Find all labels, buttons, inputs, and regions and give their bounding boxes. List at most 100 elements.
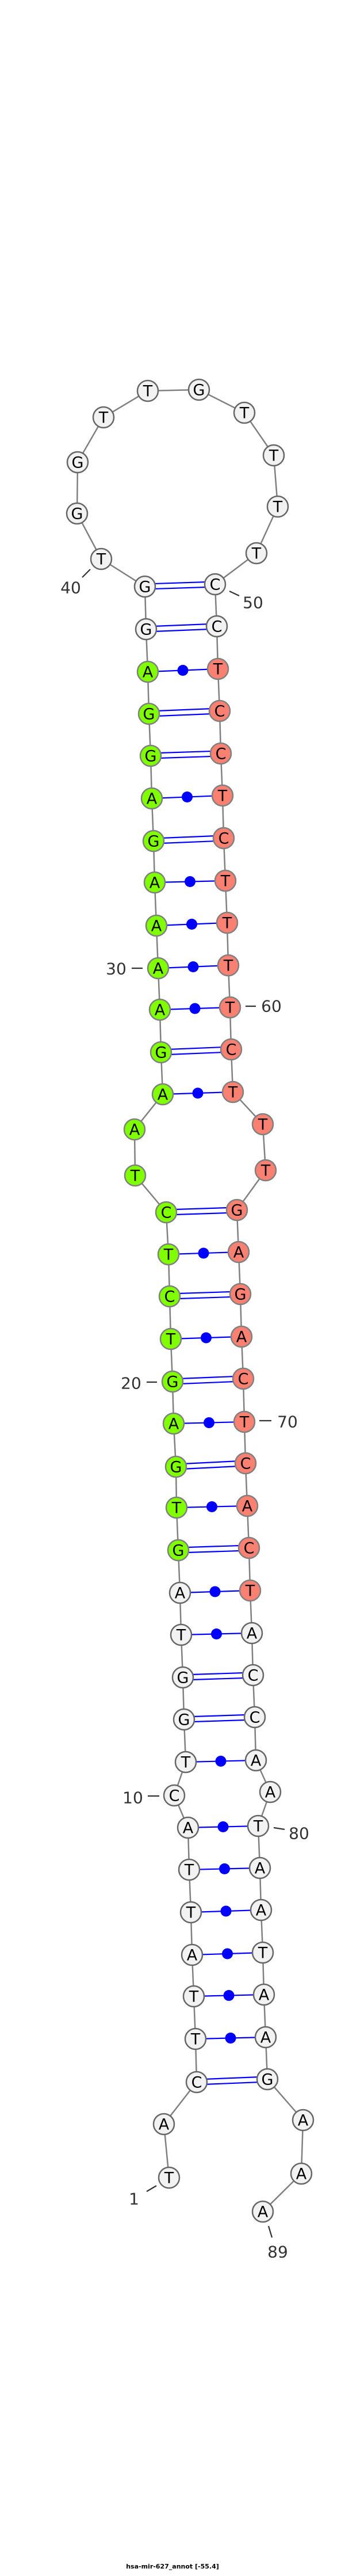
position-label: 30 bbox=[106, 960, 126, 979]
pair-dot bbox=[201, 1332, 212, 1344]
nucleotide-circle bbox=[133, 575, 156, 598]
nucleotide-circle bbox=[167, 1539, 190, 1562]
nucleotide-letter: G bbox=[143, 706, 155, 724]
nucleotide-circle bbox=[137, 702, 160, 725]
pair-bond-line bbox=[176, 1465, 246, 1470]
nucleotide: C bbox=[204, 573, 227, 596]
pair-bond-line bbox=[183, 1677, 254, 1681]
nucleotide-circle bbox=[168, 1581, 191, 1604]
position-label: 20 bbox=[121, 1374, 141, 1393]
nucleotide: T bbox=[251, 1113, 274, 1136]
pair-dot bbox=[187, 961, 199, 972]
nucleotide-letter: C bbox=[161, 1204, 172, 1222]
nucleotide: C bbox=[185, 2071, 208, 2094]
nucleotide-circle bbox=[243, 1706, 266, 1729]
nucleotide-letter: T bbox=[258, 1945, 268, 1962]
nucleotide: C bbox=[234, 1452, 257, 1475]
nucleotide: T bbox=[157, 1243, 180, 1266]
nucleotide: A bbox=[230, 1325, 253, 1348]
nucleotide-circle bbox=[187, 378, 210, 401]
base-pair-at bbox=[173, 1417, 245, 1428]
nucleotide: T bbox=[251, 1941, 274, 1964]
nucleotide-circle bbox=[247, 1814, 270, 1837]
pair-bond-line bbox=[197, 2081, 268, 2086]
nucleotide-letter: C bbox=[169, 1787, 180, 1805]
nucleotide: C bbox=[155, 1201, 178, 1224]
nucleotide-letter: T bbox=[130, 1167, 140, 1185]
position-tick bbox=[82, 569, 91, 578]
base-pair-gc bbox=[182, 1672, 254, 1681]
nucleotide: G bbox=[229, 1283, 252, 1306]
nucleotide: A bbox=[251, 2200, 274, 2223]
nucleotide: G bbox=[161, 1370, 184, 1393]
nucleotide-letter: A bbox=[187, 1947, 198, 1965]
nucleotide-circle bbox=[259, 1780, 282, 1803]
nucleotide-circle bbox=[139, 744, 162, 767]
nucleotide-circle bbox=[142, 830, 165, 853]
nucleotide-circle bbox=[239, 1579, 262, 1602]
position-label: 50 bbox=[243, 593, 263, 612]
position-tick bbox=[267, 2225, 273, 2238]
nucleotide-letter: T bbox=[213, 661, 223, 679]
nucleotide-circle bbox=[218, 996, 241, 1019]
nucleotide-circle bbox=[256, 2068, 279, 2091]
base-pair-at bbox=[154, 876, 226, 887]
position-label: 89 bbox=[267, 2243, 288, 2262]
nucleotide: A bbox=[147, 957, 170, 980]
nucleotide-letter: T bbox=[163, 1246, 174, 1264]
nucleotide-circle bbox=[145, 914, 168, 937]
nucleotide: T bbox=[221, 1080, 244, 1104]
nucleotide-letter: G bbox=[140, 621, 152, 639]
nucleotide-circle bbox=[244, 1749, 267, 1772]
nucleotide: A bbox=[140, 787, 163, 810]
nucleotide-circle bbox=[217, 954, 240, 977]
nucleotide: T bbox=[262, 444, 285, 467]
nucleotide: G bbox=[135, 618, 158, 641]
pair-dot bbox=[225, 2033, 236, 2044]
nucleotide: T bbox=[184, 2027, 207, 2050]
base-pair-gc bbox=[178, 1544, 250, 1554]
nucleotide-circle bbox=[163, 1784, 186, 1807]
nucleotide: A bbox=[151, 1083, 174, 1106]
nucleotide: T bbox=[214, 869, 237, 892]
nucleotide-circle bbox=[172, 1708, 195, 1731]
nucleotide: A bbox=[177, 1816, 200, 1839]
position-label: 40 bbox=[60, 579, 81, 598]
nucleotide: A bbox=[292, 2109, 315, 2132]
nucleotide-letter: T bbox=[269, 447, 279, 465]
nucleotide: G bbox=[137, 702, 160, 725]
nucleotide: A bbox=[136, 660, 159, 683]
nucleotide-circle bbox=[90, 547, 113, 570]
pair-bond-line bbox=[172, 1375, 243, 1380]
base-pair-at bbox=[189, 1863, 260, 1874]
nucleotide-circle bbox=[251, 2200, 274, 2223]
nucleotide-circle bbox=[181, 1943, 204, 1966]
nucleotide-letter: G bbox=[193, 382, 205, 399]
position-tick bbox=[146, 2185, 157, 2192]
nucleotide-circle bbox=[205, 615, 228, 638]
nucleotide-letter: T bbox=[239, 1414, 250, 1432]
pair-bond-line bbox=[170, 1296, 241, 1300]
nucleotide-circle bbox=[211, 784, 234, 807]
nucleotide-circle bbox=[161, 1370, 184, 1393]
nucleotide-letter: G bbox=[167, 1373, 179, 1391]
nucleotide-letter: T bbox=[253, 1818, 263, 1836]
nucleotide-letter: A bbox=[159, 2116, 170, 2134]
nucleotide-letter: T bbox=[96, 551, 106, 569]
base-pair-at bbox=[187, 1821, 259, 1832]
nucleotide-circle bbox=[251, 1941, 274, 1964]
pair-dot bbox=[189, 1003, 201, 1014]
nucleotide-letter: G bbox=[72, 454, 84, 472]
nucleotide: A bbox=[236, 1494, 259, 1517]
nucleotide-letter: C bbox=[214, 703, 225, 721]
pair-bond-line bbox=[149, 713, 220, 717]
nucleotide-letter: A bbox=[175, 1585, 186, 1603]
base-pair-at bbox=[185, 1756, 256, 1767]
nucleotide-circle bbox=[135, 618, 158, 641]
base-pair-gc bbox=[172, 1375, 244, 1385]
nucleotide-letter: T bbox=[245, 1582, 255, 1600]
nucleotide: C bbox=[208, 699, 231, 722]
nucleotide-letter: C bbox=[238, 1371, 249, 1388]
nucleotide-circle bbox=[157, 1243, 180, 1266]
